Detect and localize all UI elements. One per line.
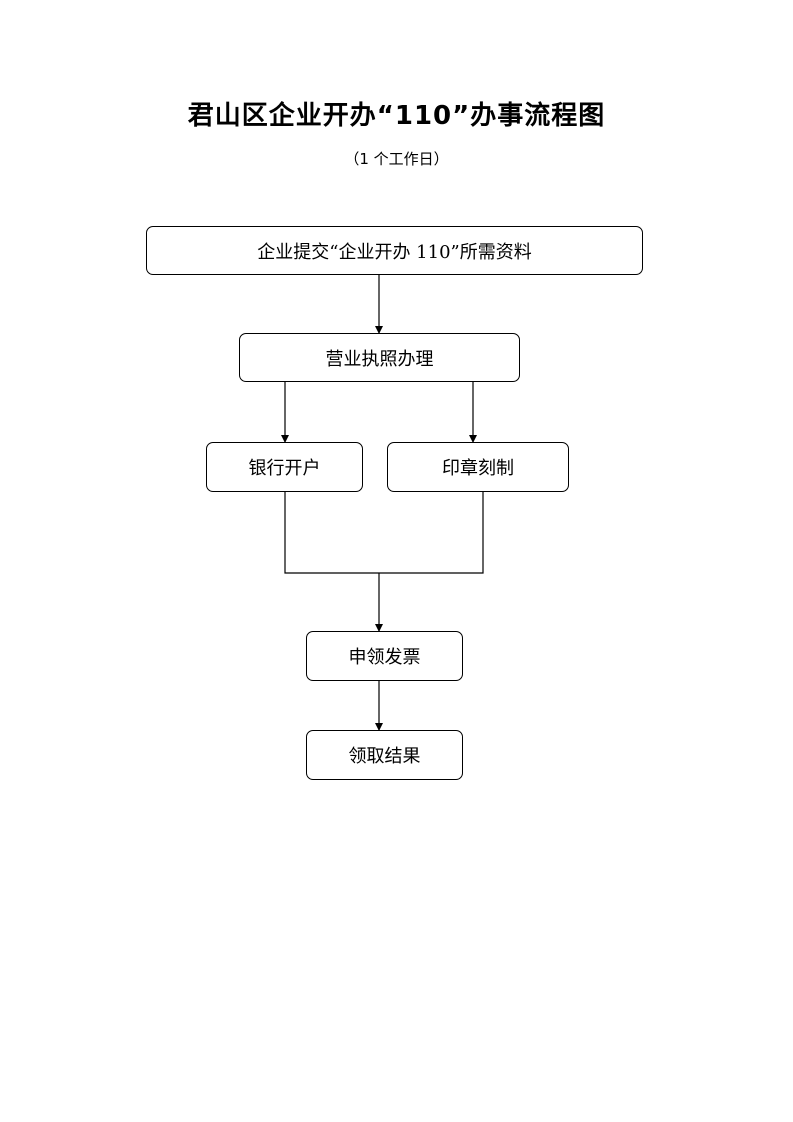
connector-bank-seal-merge — [284, 492, 484, 574]
step-seal-engraving: 印章刻制 — [387, 442, 569, 492]
step-business-license: 营业执照办理 — [239, 333, 520, 382]
step-collect-result: 领取结果 — [306, 730, 463, 780]
step-submit-materials: 企业提交“企业开办 110”所需资料 — [146, 226, 643, 275]
step-bank-account: 银行开户 — [206, 442, 363, 492]
page-title: 君山区企业开办“110”办事流程图 — [187, 101, 606, 131]
page-subtitle: （1 个工作日） — [344, 150, 449, 168]
step-apply-invoice: 申领发票 — [306, 631, 463, 681]
